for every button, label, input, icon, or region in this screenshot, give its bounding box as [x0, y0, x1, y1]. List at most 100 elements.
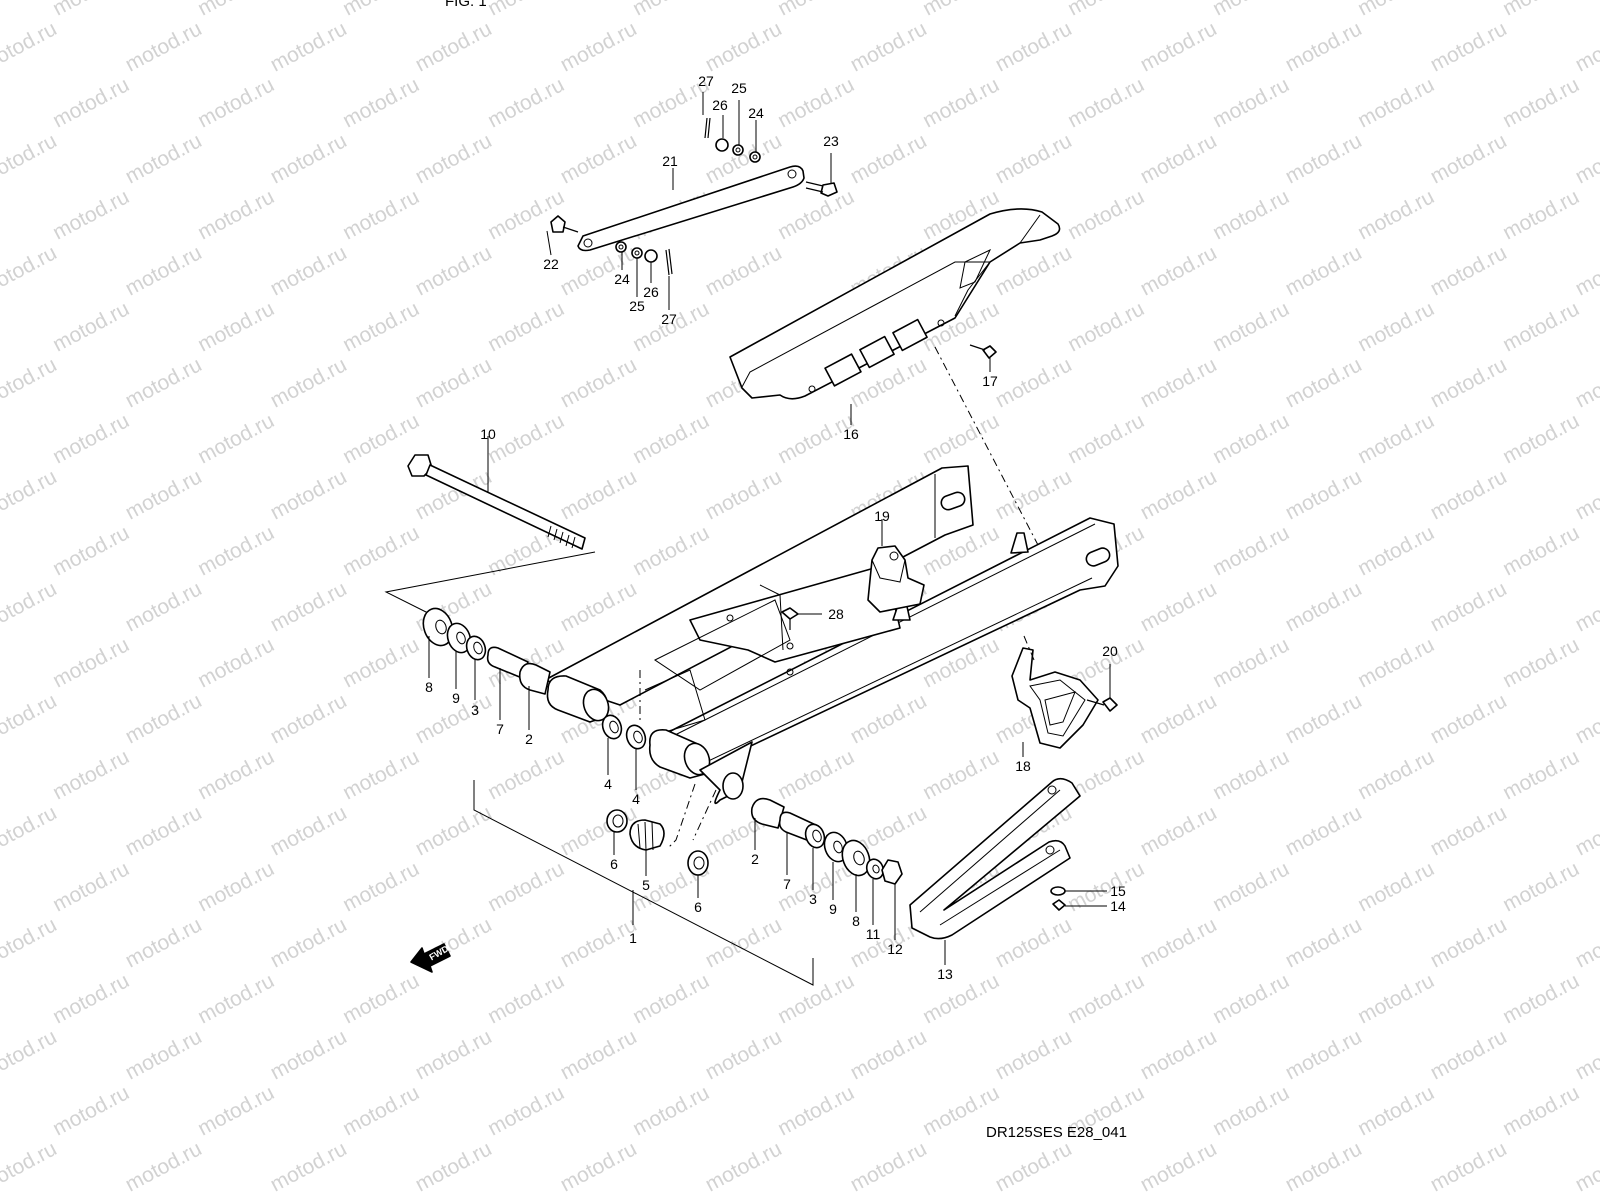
washer-part-25a[interactable]: [732, 144, 744, 156]
callout-4b[interactable]: 4: [632, 791, 640, 807]
callout-18[interactable]: 18: [1015, 758, 1031, 774]
callout-8b[interactable]: 8: [852, 913, 860, 929]
callout-25a[interactable]: 25: [731, 80, 747, 96]
torque-rod-group: [546, 92, 838, 310]
watermark-text: motod.ru: [267, 465, 351, 524]
washer-part-9a[interactable]: [444, 620, 475, 656]
watermark-text: motod.ru: [1064, 73, 1148, 132]
cotter-pin-part-27b[interactable]: [665, 249, 670, 276]
callout-22[interactable]: 22: [543, 256, 559, 272]
watermark-text: motod.ru: [339, 73, 423, 132]
callout-7a[interactable]: 7: [496, 721, 504, 737]
chain-buffer-part-13[interactable]: [909, 777, 1081, 940]
watermark-text: motod.ru: [1427, 129, 1511, 188]
callout-2a[interactable]: 2: [525, 731, 533, 747]
callout-14[interactable]: 14: [1110, 898, 1126, 914]
callout-6a[interactable]: 6: [610, 856, 618, 872]
watermark-text: motod.ru: [919, 1193, 1003, 1200]
nut-part-26b[interactable]: [644, 249, 658, 263]
callout-20[interactable]: 20: [1102, 643, 1118, 659]
callout-1[interactable]: 1: [629, 930, 637, 946]
bolt-part-17[interactable]: [982, 345, 997, 359]
watermark-text: motod.ru: [629, 409, 713, 468]
callout-27b[interactable]: 27: [661, 311, 677, 327]
watermark-text: motod.ru: [1572, 577, 1600, 636]
watermark-text: motod.ru: [847, 1025, 931, 1084]
bushing-part-2a[interactable]: [518, 662, 551, 695]
nut-part-26a[interactable]: [715, 138, 729, 152]
dust-seal-part-8b[interactable]: [838, 837, 875, 880]
callout-13[interactable]: 13: [937, 966, 953, 982]
callout-16[interactable]: 16: [843, 426, 859, 442]
callout-26a[interactable]: 26: [712, 97, 728, 113]
watermark-text: motod.ru: [1282, 801, 1366, 860]
watermark-text: motod.ru: [919, 745, 1003, 804]
watermark-text: motod.ru: [1282, 465, 1366, 524]
bearing-part-4b[interactable]: [623, 723, 648, 752]
watermark-text: motod.ru: [1137, 17, 1221, 76]
callout-8a[interactable]: 8: [425, 679, 433, 695]
torque-rod-part[interactable]: [577, 165, 805, 252]
washer-part-11[interactable]: [864, 857, 886, 881]
callout-27a[interactable]: 27: [698, 73, 714, 89]
watermark-text: motod.ru: [847, 1137, 931, 1196]
watermark-text: motod.ru: [992, 1137, 1076, 1196]
watermark-text: motod.ru: [194, 1193, 278, 1200]
watermark-text: motod.ru: [847, 129, 931, 188]
washer-part-24b[interactable]: [615, 241, 627, 253]
callout-11[interactable]: 11: [866, 926, 881, 942]
shock-guard-part-18[interactable]: [1011, 647, 1099, 749]
watermark-text: motod.ru: [267, 801, 351, 860]
callout-21[interactable]: 21: [662, 153, 678, 169]
callout-25b[interactable]: 25: [629, 298, 645, 314]
watermark-text: motod.ru: [49, 969, 133, 1028]
watermark-text: motod.ru: [1282, 913, 1366, 972]
watermark-text: motod.ru: [774, 185, 858, 244]
callout-23[interactable]: 23: [823, 133, 839, 149]
diagram-code: DR125SES E28_041: [986, 1124, 1127, 1141]
watermark-text: motod.ru: [0, 1025, 61, 1084]
callout-7b[interactable]: 7: [783, 876, 791, 892]
watermark-text: motod.ru: [339, 1193, 423, 1200]
callout-26b[interactable]: 26: [643, 284, 659, 300]
washer-part-15[interactable]: [1050, 886, 1066, 896]
callout-9b[interactable]: 9: [829, 901, 837, 917]
callout-10[interactable]: 10: [480, 426, 496, 442]
washer-part-25b[interactable]: [631, 247, 643, 259]
swingarm-upper-arm[interactable]: [544, 465, 974, 706]
callout-17[interactable]: 17: [982, 373, 998, 389]
chain-buffer-group: [909, 777, 1107, 965]
swingarm-lower-arm[interactable]: [652, 517, 1119, 771]
callout-4a[interactable]: 4: [604, 776, 612, 792]
watermark-text: motod.ru: [702, 241, 786, 300]
callout-15[interactable]: 15: [1110, 883, 1126, 899]
watermark-text: motod.ru: [194, 633, 278, 692]
callout-9a[interactable]: 9: [452, 690, 460, 706]
washer-part-24a[interactable]: [749, 151, 761, 163]
bolt-part-22[interactable]: [550, 215, 566, 233]
callout-5[interactable]: 5: [642, 877, 650, 893]
seal-part-6b[interactable]: [687, 850, 709, 876]
screw-part-14[interactable]: [1052, 899, 1066, 911]
watermark-text: motod.ru: [1499, 521, 1583, 580]
watermark-text: motod.ru: [992, 465, 1076, 524]
seal-part-6a[interactable]: [606, 809, 628, 833]
callout-19[interactable]: 19: [874, 508, 890, 524]
bolt-part-20[interactable]: [1102, 697, 1118, 712]
needle-bearing-part-5[interactable]: [629, 819, 665, 851]
watermark-text: motod.ru: [194, 857, 278, 916]
nut-part-12[interactable]: [881, 859, 903, 885]
shock-bracket-part-19[interactable]: [867, 545, 925, 613]
watermark-text: motod.ru: [1137, 801, 1221, 860]
callout-3b[interactable]: 3: [809, 891, 817, 907]
callout-28[interactable]: 28: [828, 606, 844, 622]
callout-2b[interactable]: 2: [751, 851, 759, 867]
callout-24a[interactable]: 24: [748, 105, 764, 121]
dust-seal-part-8a[interactable]: [418, 604, 457, 649]
callout-12[interactable]: 12: [887, 941, 903, 957]
callout-3a[interactable]: 3: [471, 702, 479, 718]
callout-6b[interactable]: 6: [694, 899, 702, 915]
callout-24b[interactable]: 24: [614, 271, 630, 287]
cotter-pin-part-27a[interactable]: [704, 117, 708, 139]
watermark-text: motod.ru: [1354, 73, 1438, 132]
